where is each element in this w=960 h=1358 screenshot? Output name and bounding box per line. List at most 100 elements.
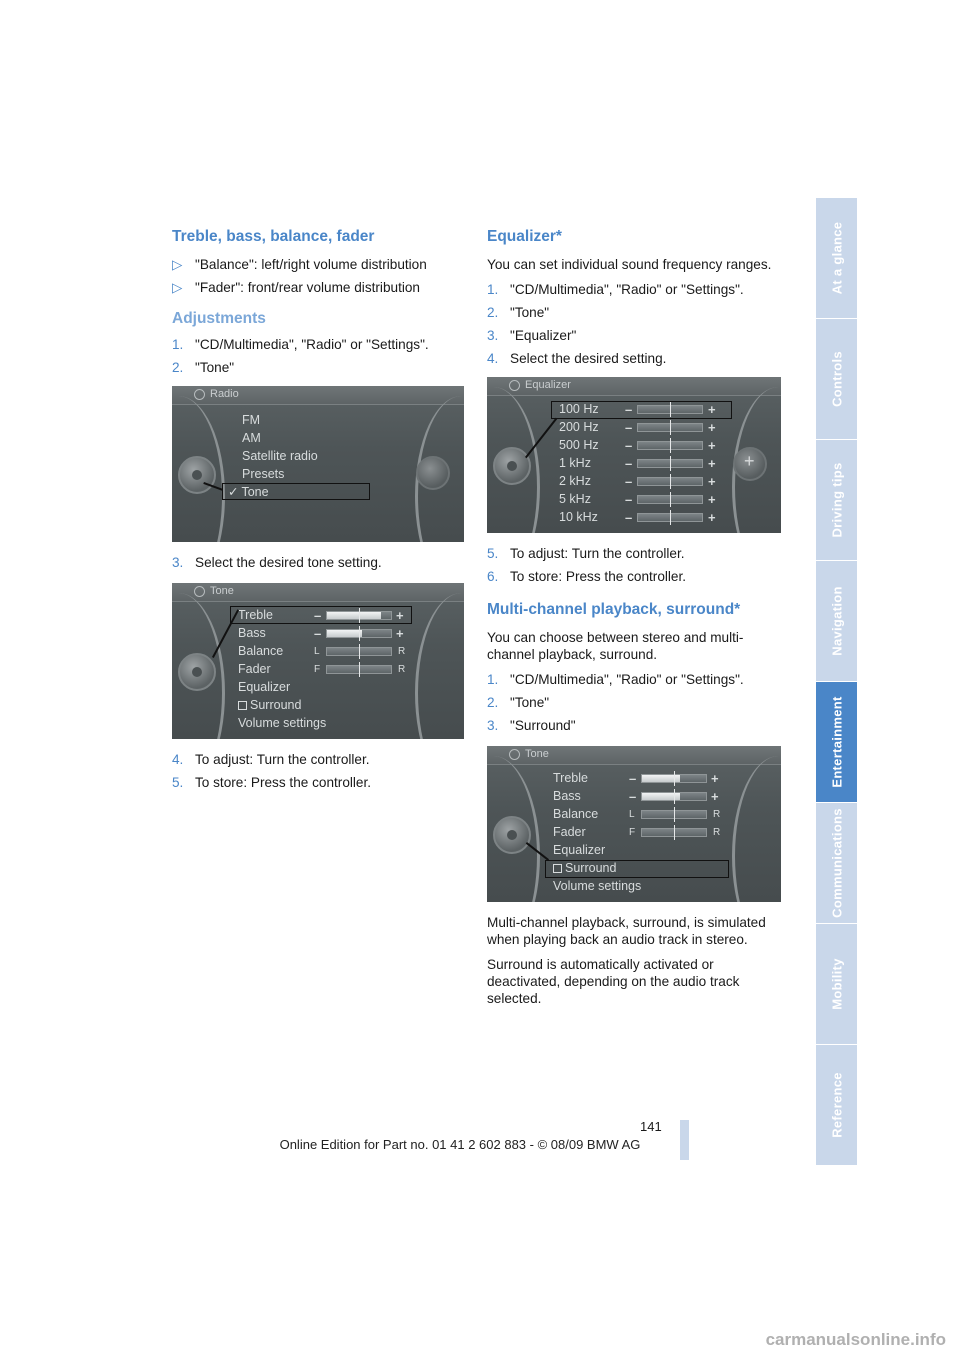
surround-paragraph-2: Surround is automatically activated or d… bbox=[487, 957, 740, 1006]
tab-mobility[interactable]: Mobility bbox=[816, 924, 857, 1044]
tone-item-volume-settings: Volume settings bbox=[553, 879, 642, 893]
checkbox-icon bbox=[553, 864, 562, 873]
menu-icon bbox=[194, 586, 205, 597]
tone-item-fader: Fader bbox=[238, 662, 271, 676]
eq-band-bar bbox=[637, 492, 703, 507]
tone-item-balance: Balance bbox=[553, 807, 599, 821]
tone-item-equalizer: Equalizer bbox=[238, 680, 291, 694]
tab-navigation[interactable]: Navigation bbox=[816, 561, 857, 681]
tab-entertainment[interactable]: Entertainment bbox=[816, 682, 857, 802]
minus-icon: – bbox=[314, 608, 322, 623]
screen-header: Tone bbox=[487, 746, 781, 765]
footer-text: Online Edition for Part no. 01 41 2 602 … bbox=[279, 1137, 641, 1152]
eq-step-1: 1."CD/Multimedia", "Radio" or "Settings"… bbox=[487, 282, 744, 297]
eq-band-label: 500 Hz bbox=[559, 438, 599, 452]
eq-step-6: 6.To store: Press the controller. bbox=[487, 569, 687, 584]
controller-knob-icon bbox=[493, 447, 531, 485]
plus-icon: + bbox=[708, 492, 716, 507]
section-title-treble-bass: Treble, bass, balance, fader bbox=[172, 228, 375, 245]
menu-item-fm: FM bbox=[242, 413, 261, 427]
fader-bar bbox=[326, 662, 392, 677]
bass-bar-fill bbox=[642, 793, 681, 800]
balance-bar bbox=[326, 644, 392, 659]
controller-knob-icon bbox=[178, 653, 216, 691]
plus-icon: + bbox=[708, 402, 716, 417]
tone-item-fader: Fader bbox=[553, 825, 586, 839]
plus-icon: + bbox=[711, 789, 719, 804]
checkmark-icon: ✓ bbox=[228, 485, 239, 499]
label-l: L bbox=[629, 809, 635, 820]
tone-item-equalizer: Equalizer bbox=[553, 843, 606, 857]
menu-item-tone: ✓Tone bbox=[228, 485, 269, 499]
bass-bar bbox=[641, 789, 707, 804]
tone-item-treble: Treble bbox=[553, 771, 588, 785]
eq-band-bar bbox=[637, 510, 703, 525]
minus-icon: – bbox=[625, 402, 633, 417]
step-5: 5.To store: Press the controller. bbox=[172, 775, 372, 790]
tone-item-balance: Balance bbox=[238, 644, 284, 658]
menu-item-presets: Presets bbox=[242, 467, 285, 481]
eq-band-label: 100 Hz bbox=[559, 402, 599, 416]
tone-item-volume-settings: Volume settings bbox=[238, 716, 327, 730]
section-title-equalizer: Equalizer* bbox=[487, 228, 562, 245]
treble-bar-fill bbox=[327, 612, 382, 619]
eq-band-label: 10 kHz bbox=[559, 510, 598, 524]
tab-driving-tips[interactable]: Driving tips bbox=[816, 440, 857, 560]
tone-item-bass: Bass bbox=[238, 626, 266, 640]
treble-bar bbox=[641, 771, 707, 786]
menu-icon bbox=[509, 749, 520, 760]
mc-step-1: 1."CD/Multimedia", "Radio" or "Settings"… bbox=[487, 672, 744, 687]
surround-screenshot: Tone Treble Bass Balance Fader Equalizer… bbox=[487, 746, 781, 902]
plus-icon: + bbox=[396, 626, 404, 641]
equalizer-screenshot: Equalizer 100 Hz–+200 Hz–+500 Hz–+1 kHz–… bbox=[487, 377, 781, 533]
minus-icon: – bbox=[625, 420, 633, 435]
eq-band-bar bbox=[637, 456, 703, 471]
bass-bar bbox=[326, 626, 392, 641]
controller-knob-icon bbox=[178, 456, 216, 494]
eq-band-label: 1 kHz bbox=[559, 456, 591, 470]
label-r: R bbox=[398, 646, 406, 657]
screen-arc bbox=[732, 756, 781, 902]
minus-icon: – bbox=[629, 789, 637, 804]
step-3: 3.Select the desired tone setting. bbox=[172, 555, 382, 570]
controller-knob-icon bbox=[416, 456, 450, 490]
plus-icon: + bbox=[708, 474, 716, 489]
surround-paragraph-1: Multi-channel playback, surround, is sim… bbox=[487, 915, 766, 947]
tone-item-treble: Treble bbox=[238, 608, 273, 622]
balance-bar bbox=[641, 807, 707, 822]
chapter-tabs: At a glance Controls Driving tips Naviga… bbox=[816, 198, 857, 1166]
eq-band-bar bbox=[637, 474, 703, 489]
label-r: R bbox=[398, 664, 406, 675]
minus-icon: – bbox=[629, 771, 637, 786]
eq-band-label: 2 kHz bbox=[559, 474, 591, 488]
tone-menu-screenshot: Tone Treble Bass Balance Fader Equalizer… bbox=[172, 583, 464, 739]
tone-item-bass: Bass bbox=[553, 789, 581, 803]
mc-step-2: 2."Tone" bbox=[487, 695, 550, 710]
label-r: R bbox=[713, 827, 721, 838]
subsection-title-adjustments: Adjustments bbox=[172, 310, 266, 327]
eq-band-bar bbox=[637, 420, 703, 435]
minus-icon: – bbox=[625, 492, 633, 507]
eq-band-bar bbox=[637, 402, 703, 417]
step-2: 2."Tone" bbox=[172, 360, 235, 375]
tab-at-a-glance[interactable]: At a glance bbox=[816, 198, 857, 318]
minus-icon: – bbox=[625, 474, 633, 489]
plus-icon: + bbox=[711, 771, 719, 786]
bass-bar-fill bbox=[327, 630, 363, 637]
tab-reference[interactable]: Reference bbox=[816, 1045, 857, 1165]
tab-communications[interactable]: Communications bbox=[816, 803, 857, 923]
selection-frame bbox=[222, 483, 370, 500]
menu-icon bbox=[509, 380, 520, 391]
equalizer-intro: You can set individual sound frequency r… bbox=[487, 257, 772, 272]
tab-controls[interactable]: Controls bbox=[816, 319, 857, 439]
step-1: 1."CD/Multimedia", "Radio" or "Settings"… bbox=[172, 337, 429, 352]
bullet-fader: ▷"Fader": front/rear volume distribution bbox=[172, 280, 420, 295]
label-f: F bbox=[629, 827, 636, 838]
menu-item-satellite-radio: Satellite radio bbox=[242, 449, 318, 463]
label-r: R bbox=[713, 809, 721, 820]
eq-step-5: 5.To adjust: Turn the controller. bbox=[487, 546, 685, 561]
fader-bar bbox=[641, 825, 707, 840]
selection-frame bbox=[230, 606, 412, 624]
footer-strip bbox=[680, 1120, 689, 1160]
eq-band-bar bbox=[637, 438, 703, 453]
